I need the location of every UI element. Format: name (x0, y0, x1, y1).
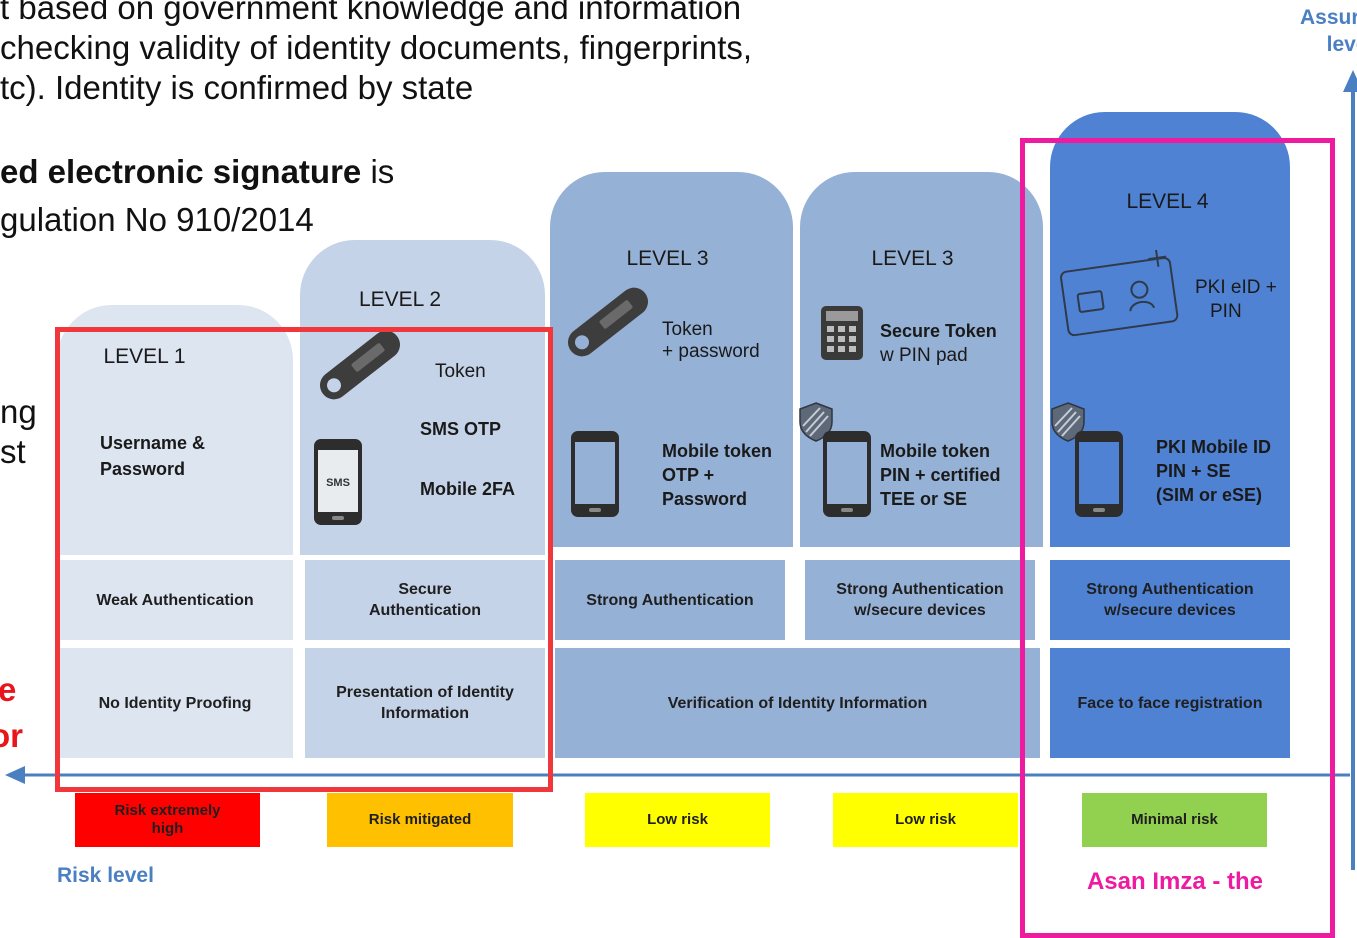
bg-text-line-5: gulation No 910/2014 (0, 201, 314, 238)
token-icon (567, 287, 649, 357)
level-3a-method-5: Password (662, 489, 748, 509)
level-3-identity: Verification of Identity Information (555, 648, 1040, 758)
level-1-authentication: Weak Authentication (57, 560, 293, 640)
level-3b-method-3: Mobile token (880, 441, 991, 461)
level-3b-method-1: Secure Token (880, 321, 997, 341)
level-2-method-1: Token (435, 361, 486, 382)
level-2-method-3: Mobile 2FA (420, 479, 516, 499)
token-icon (319, 330, 401, 400)
bg-text-frag-ng: ng (0, 393, 37, 430)
level-3a-method-4: OTP + (662, 465, 715, 485)
level-1-risk: Risk extremely high (75, 793, 260, 847)
level-3b-risk: Low risk (833, 793, 1018, 847)
red-highlight-box (55, 327, 553, 792)
level-1-identity: No Identity Proofing (57, 648, 293, 758)
risk-axis-label: Risk level (57, 864, 154, 887)
bg-text-line-3: tc). Identity is confirmed by state (0, 69, 474, 106)
phone-icon (823, 431, 871, 517)
assurance-label-line-2: level (1326, 33, 1357, 56)
level-1-method-1: Username & (100, 433, 206, 453)
level-3a-method-1: Token (662, 319, 713, 340)
level-4-method-3: PKI Mobile ID (1156, 437, 1272, 457)
level-3b-authentication-text: Strong Authentication w/secure devices (836, 581, 1004, 619)
bg-text-frag-e: e (0, 671, 17, 708)
level-2-risk: Risk mitigated (327, 793, 513, 847)
level-3a-method-2: + password (662, 341, 760, 362)
level-3b-method-5: TEE or SE (880, 489, 968, 509)
level-4-method-1: PKI eID + (1195, 277, 1277, 298)
level-3b-title: LEVEL 3 (871, 247, 954, 270)
bg-text-line-2: checking validity of identity documents,… (0, 29, 753, 66)
level-3a-risk: Low risk (585, 793, 770, 847)
level-4-method-4: PIN + SE (1156, 461, 1231, 481)
phone-icon (1075, 431, 1123, 517)
level-2-authentication-text: Secure Authentication (369, 581, 481, 619)
risk-axis-arrow (5, 766, 1350, 784)
phone-icon (571, 431, 619, 517)
level-2-identity-text: Presentation of Identity Information (336, 684, 514, 722)
level-4-title: LEVEL 4 (1126, 190, 1209, 213)
level-1-title: LEVEL 1 (103, 345, 186, 368)
level-3b-method-4: PIN + certified (880, 465, 1001, 485)
level-3b-authentication: Strong Authentication w/secure devices (805, 560, 1035, 640)
shield-icon (1051, 402, 1085, 442)
level-4-authentication-text: Strong Authentication w/secure devices (1086, 581, 1254, 619)
bg-text-bold: ed electronic signature (0, 153, 362, 190)
level-2-method-2: SMS OTP (420, 419, 502, 439)
shield-icon (799, 402, 833, 442)
bg-text-frag-or: or (0, 717, 23, 754)
level-4-risk: Minimal risk (1082, 793, 1267, 847)
magenta-highlight-box (1020, 138, 1335, 938)
level-3a-authentication: Strong Authentication (555, 560, 785, 640)
level-3a-method-3: Mobile token (662, 441, 773, 461)
phone-icon: SMS (314, 439, 362, 525)
level-4-method-5: (SIM or eSE) (1156, 485, 1263, 505)
bg-text-line-1: t based on government knowledge and info… (0, 0, 742, 26)
level-2-identity: Presentation of Identity Information (305, 648, 545, 758)
bg-text-line-4: ed electronic signature is (0, 152, 394, 192)
level-1-risk-text: Risk extremely high (114, 802, 221, 837)
level-1-panel (57, 305, 293, 555)
assurance-axis-label: Assurance level (1300, 4, 1357, 58)
level-4-method-2: PIN (1210, 301, 1242, 322)
level-2-authentication: Secure Authentication (305, 560, 545, 640)
level-3a-title: LEVEL 3 (626, 247, 709, 270)
level-3b-method-2: w PIN pad (880, 345, 968, 366)
phone-sms-label: SMS (326, 477, 350, 489)
assurance-label-line-1: Assurance (1300, 6, 1357, 29)
level-2-title: LEVEL 2 (358, 288, 442, 311)
highlight-caption: Asan Imza - the (1086, 868, 1264, 895)
calculator-icon (821, 306, 863, 360)
bg-text-rest: is (361, 153, 395, 190)
bg-text-frag-st: st (0, 433, 26, 470)
level-1-method-2: Password (100, 459, 186, 479)
level-4-authentication: Strong Authentication w/secure devices (1050, 560, 1290, 640)
assurance-axis-arrow (1343, 70, 1357, 870)
level-4-identity: Face to face registration (1050, 648, 1290, 758)
id-card-icon (1060, 250, 1179, 337)
